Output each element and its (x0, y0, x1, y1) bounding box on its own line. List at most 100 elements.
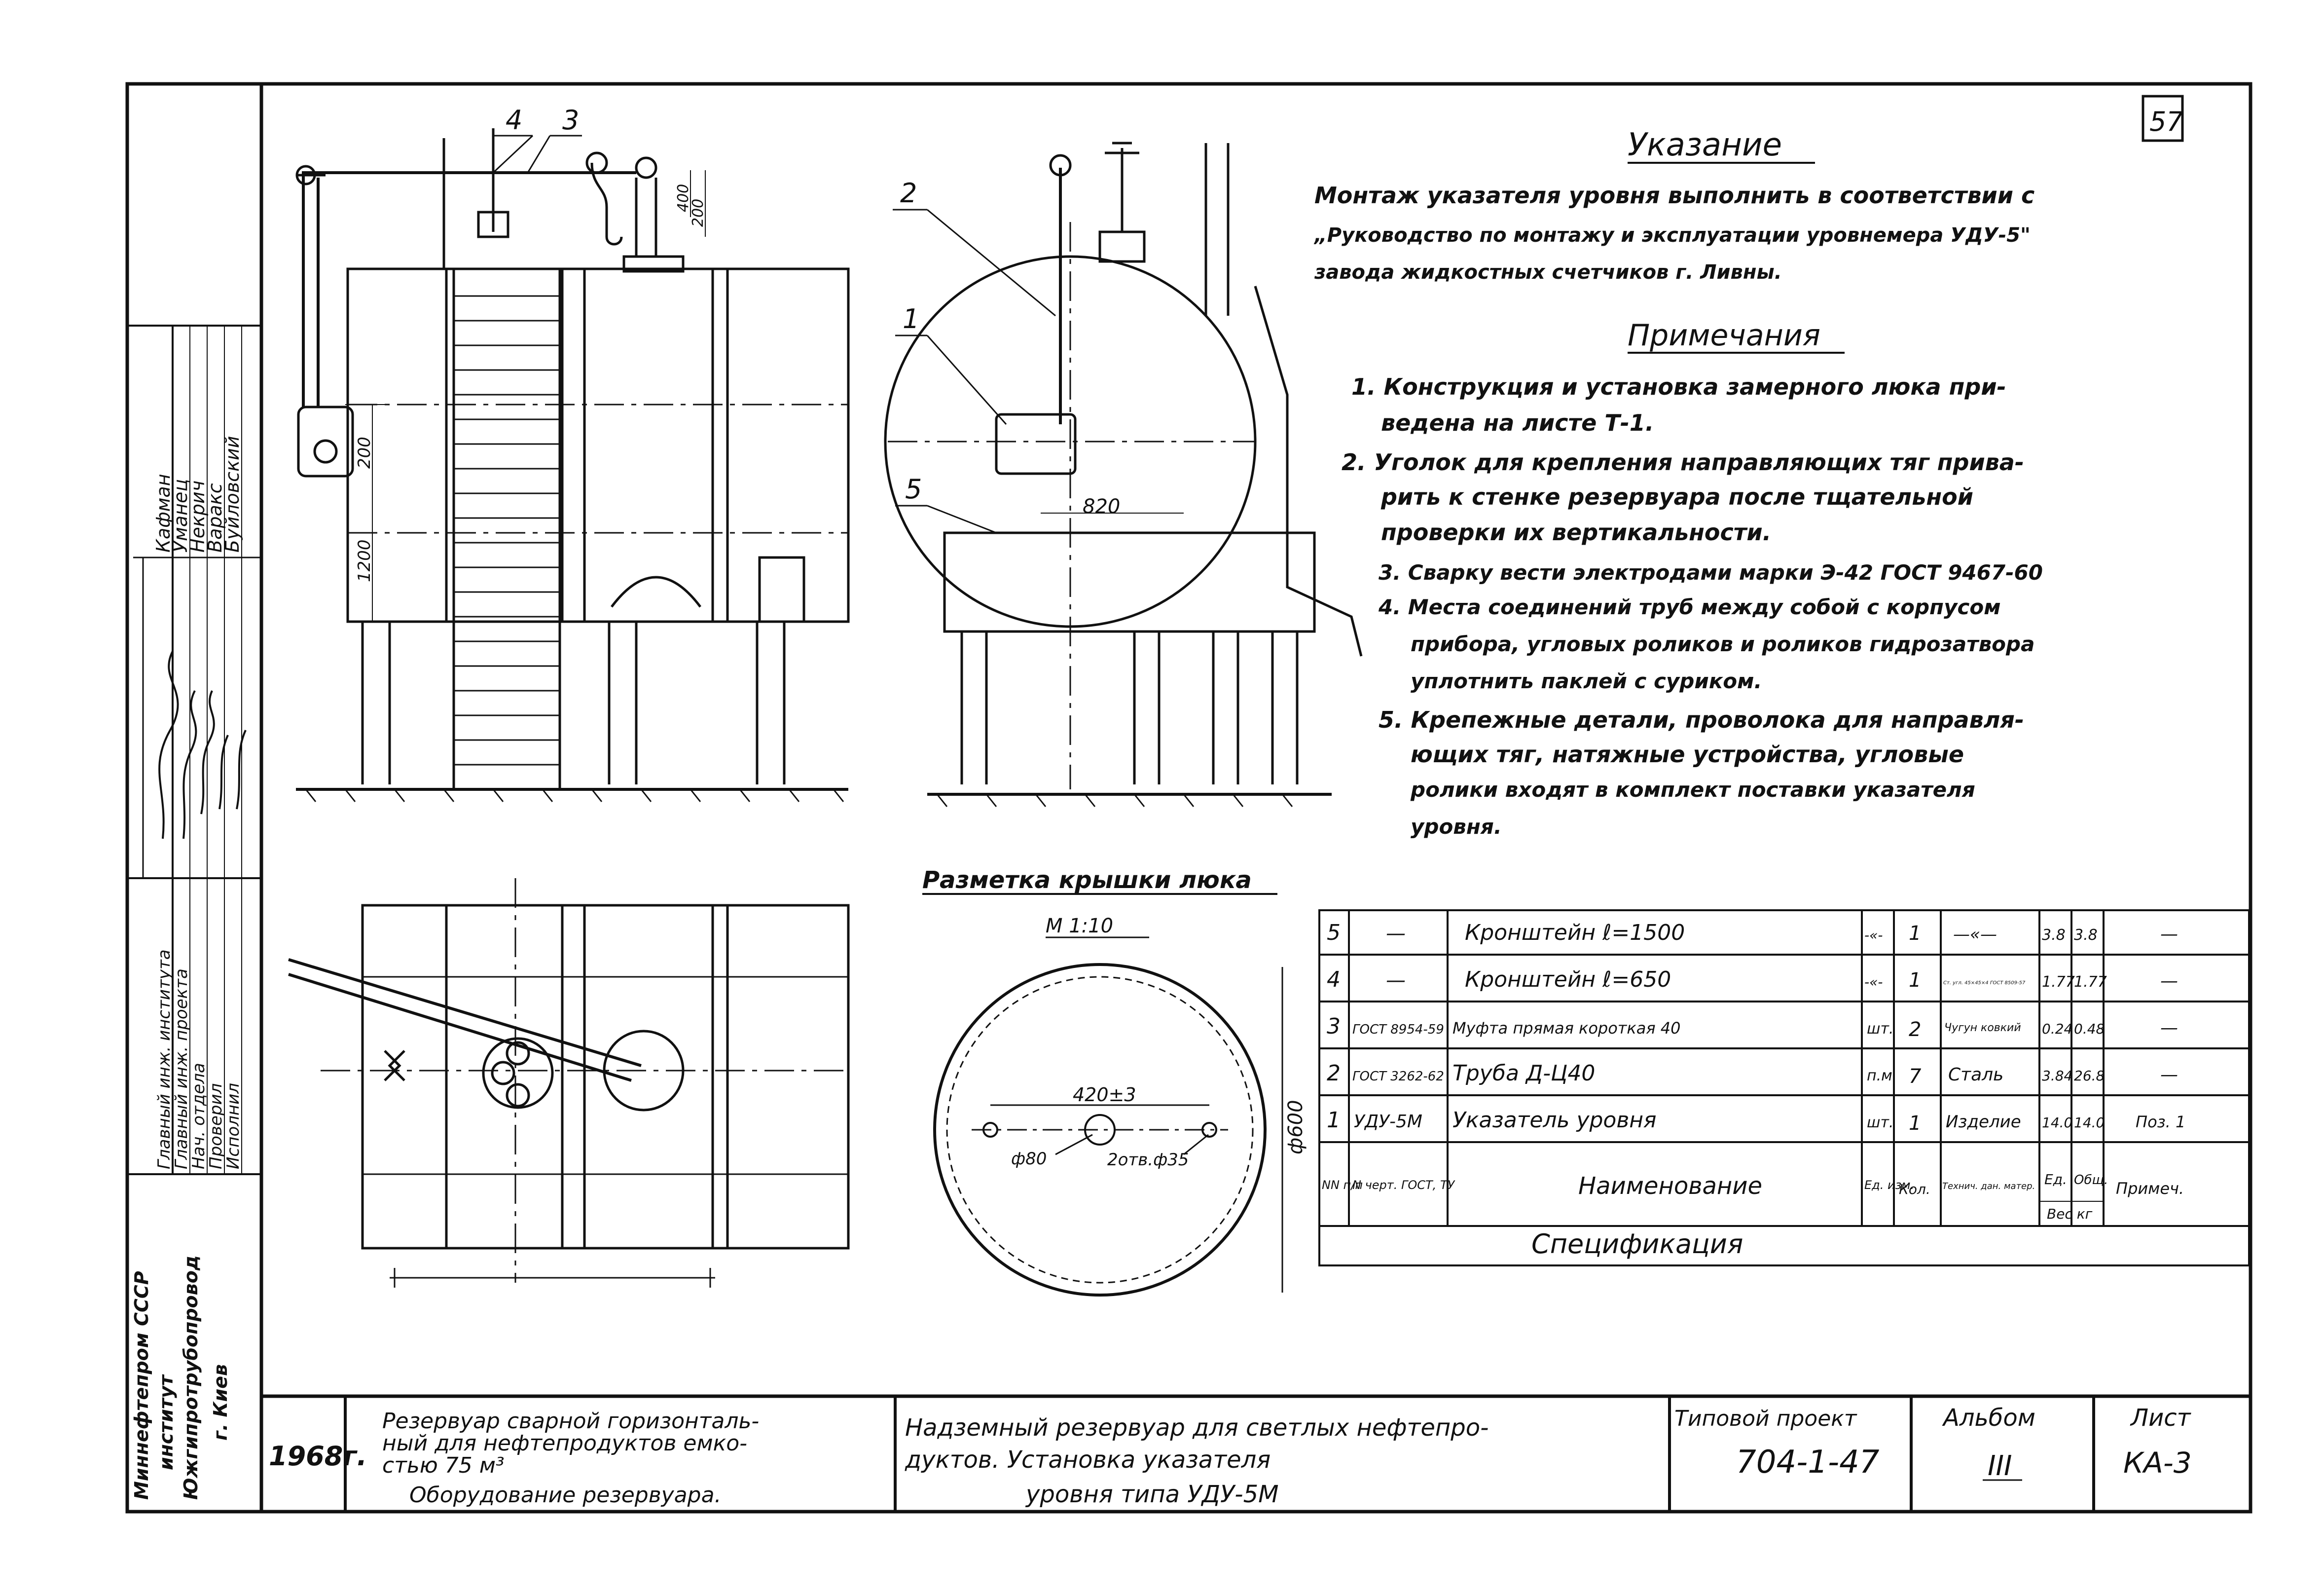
cell-pos: 3 (1327, 1014, 1341, 1039)
cell-w2: 3.8 (2074, 927, 2098, 944)
sheet-label: Лист (2130, 1404, 2192, 1432)
stamp-name-4: Варакс (204, 483, 226, 553)
cell-pos: 1 (1327, 1108, 1341, 1133)
cell-unit: п.м (1867, 1067, 1892, 1084)
hdr-pos: NN п/п (1322, 1178, 1363, 1192)
cell-doc: ГОСТ 3262-62 (1352, 1069, 1444, 1084)
cell-mat: Сталь (1948, 1065, 2003, 1085)
cell-qty: 1 (1909, 922, 1921, 945)
object-line-2: ный для нефтепродуктов емко- (382, 1431, 747, 1456)
cell-qty: 2 (1909, 1018, 1921, 1041)
spec-table: 5 — Кронштейн ℓ=1500 -«- 1 —«— 3.8 3.8 —… (1318, 909, 2250, 1266)
drawing-line-2: дуктов. Установка указателя (905, 1446, 1271, 1474)
cell-note: — (2160, 1065, 2178, 1085)
note-line-8: прибора, угловых роликов и роликов гидро… (1411, 632, 2034, 656)
instruction-title: Указание (1628, 127, 1782, 163)
note-line-11: ющих тяг, натяжные устройства, угловые (1411, 741, 1964, 768)
note-line-6: 3. Сварку вести электродами марки Э-42 Г… (1379, 560, 2043, 585)
cell-note: — (2160, 971, 2178, 991)
cell-unit: шт. (1867, 1020, 1893, 1038)
side-view (295, 128, 850, 802)
hdr-doc: N черт. ГОСТ, ТУ (1352, 1178, 1455, 1192)
hdr-name: Наименование (1578, 1172, 1762, 1200)
stamp-role-5: Исполнил (223, 1083, 243, 1169)
spec-row-1: 1 УДУ-5М Указатель уровня шт. 1 Изделие … (1327, 1108, 2185, 1135)
spec-caption: Спецификация (1531, 1228, 1743, 1260)
spec-row-4: 4 — Кронштейн ℓ=650 -«- 1 Ст. угл. 45×45… (1327, 967, 2178, 992)
side-view-dims: 400 200 200 1200 (355, 184, 707, 582)
cell-doc: — (1386, 922, 1406, 945)
callout-5: 5 (905, 474, 922, 505)
cell-mat: —«— (1953, 925, 1997, 944)
cell-note: Поз. 1 (2136, 1113, 2185, 1131)
dim-400: 400 (675, 184, 692, 212)
object-line-1: Резервуар сварной горизонталь- (382, 1409, 759, 1434)
title-block: 1968г. Резервуар сварной горизонталь- ны… (269, 1396, 2192, 1512)
end-view-labels: 820 2 1 5 (893, 178, 1120, 534)
sheet-number: 57 (2149, 106, 2183, 137)
notes-block: Примечания 1. Конструкция и установка за… (1342, 318, 2043, 839)
sheet-frame (125, 82, 2252, 1514)
cell-w2: 1.77 (2074, 973, 2107, 991)
cell-w2: 14.0 (2074, 1114, 2105, 1131)
cell-w1: 3.8 (2042, 927, 2066, 944)
callout-4: 4 (506, 105, 522, 136)
cell-w2: 26.8 (2074, 1068, 2105, 1084)
album-value: III (1988, 1450, 2012, 1482)
cell-qty: 7 (1909, 1065, 1922, 1088)
cell-mat: Изделие (1946, 1112, 2021, 1132)
callout-1: 1 (903, 303, 919, 334)
dim-200-left: 200 (355, 437, 374, 469)
cell-pos: 2 (1327, 1061, 1341, 1086)
dim-200-right: 200 (690, 199, 707, 227)
hatch-title: Разметка крышки люка (922, 866, 1252, 894)
org-line-1: Миннефтепром СССР (131, 1271, 152, 1500)
end-view (884, 142, 1363, 807)
cell-w1: 1.77 (2042, 973, 2075, 991)
cell-name: Указатель уровня (1452, 1108, 1657, 1133)
callout-2: 2 (900, 178, 917, 209)
drawing-line-1: Надземный резервуар для светлых нефтепро… (905, 1414, 1489, 1442)
hdr-note: Примеч. (2116, 1179, 2184, 1198)
drawing-line-3: уровня типа УДУ-5М (1025, 1481, 1279, 1508)
callout-3: 3 (562, 105, 579, 136)
note-line-4: рить к стенке резервуара после тщательно… (1380, 483, 1973, 510)
hdr-w2: Общ. (2074, 1173, 2108, 1188)
cell-name: Труба Д-Ц40 (1452, 1061, 1595, 1086)
cell-doc: — (1386, 969, 1406, 992)
cell-qty: 1 (1909, 1112, 1921, 1135)
title-year: 1968г. (269, 1441, 367, 1472)
notes-title: Примечания (1628, 318, 1820, 353)
dim-820: 820 (1083, 495, 1120, 518)
object-line-4: Оборудование резервуара. (409, 1483, 722, 1508)
plan-view (288, 878, 850, 1288)
note-line-9: уплотнить паклей с суриком. (1411, 669, 1762, 693)
spec-header: NN п/п N черт. ГОСТ, ТУ Наименование Ед.… (1322, 1171, 2184, 1222)
org-line-4: г. Киев (210, 1364, 231, 1441)
spec-row-5: 5 — Кронштейн ℓ=1500 -«- 1 —«— 3.8 3.8 — (1327, 920, 2178, 945)
note-line-12: ролики входят в комплект поставки указат… (1410, 778, 1975, 802)
spec-row-2: 2 ГОСТ 3262-62 Труба Д-Ц40 п.м 7 Сталь 3… (1327, 1061, 2178, 1088)
note-line-1: 1. Конструкция и установка замерного люк… (1351, 373, 2006, 400)
instruction-line-2: „Руководство по монтажу и эксплуатации у… (1313, 224, 2031, 247)
note-line-7: 4. Места соединений труб между собой с к… (1378, 595, 2001, 619)
hdr-unit: Ед. изм. (1864, 1178, 1914, 1192)
stamp-name-2: Уманец (170, 479, 191, 553)
cell-name: Кронштейн ℓ=650 (1465, 967, 1671, 992)
dim-1200: 1200 (355, 539, 374, 582)
side-view-callouts: 4 3 (492, 105, 582, 174)
cell-unit: -«- (1864, 927, 1883, 943)
dim-420: 420±3 (1073, 1084, 1136, 1106)
cell-w1: 14.0 (2042, 1114, 2072, 1131)
hatch-scale: М 1:10 (1046, 915, 1113, 937)
cell-doc: УДУ-5М (1354, 1112, 1422, 1132)
instruction-block: Указание Монтаж указателя уровня выполни… (1313, 127, 2034, 284)
note-line-2: ведена на листе Т-1. (1381, 409, 1654, 436)
cell-mat: Ст. угл. 45×45×4 ГОСТ 8509-57 (1943, 980, 2026, 986)
note-line-5: проверки их вертикальности. (1381, 519, 1771, 546)
sheet-value: КА-3 (2123, 1446, 2192, 1480)
hdr-mat: Технич. дан. матер. (1942, 1181, 2035, 1191)
cell-note: — (2160, 924, 2178, 944)
signatures (158, 651, 247, 839)
